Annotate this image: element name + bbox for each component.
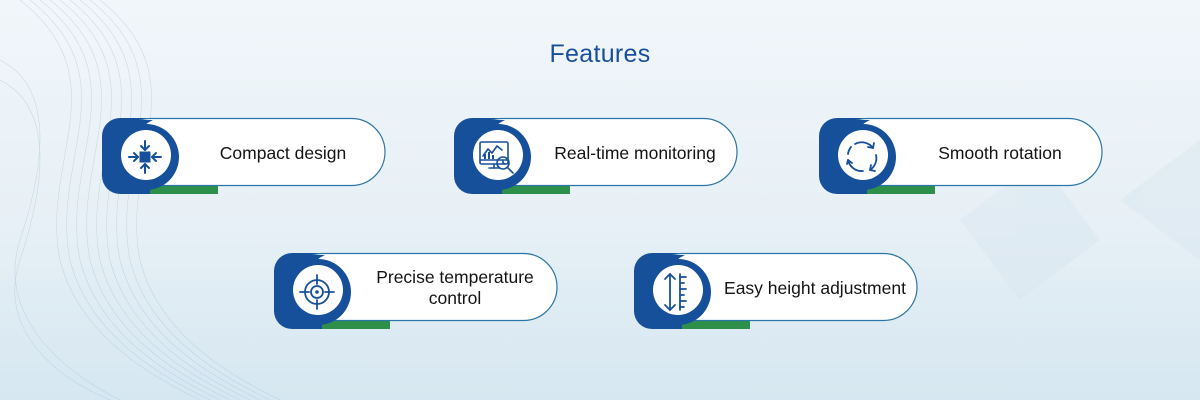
- page-title: Features: [549, 40, 651, 68]
- feature-card-smooth-rotation: Smooth rotation: [815, 117, 1105, 196]
- card-background: [454, 117, 738, 194]
- card-background: [634, 252, 918, 329]
- feature-card-real-time-monitoring: Real-time monitoring: [450, 117, 740, 196]
- feature-label: Real-time monitoring: [554, 142, 716, 163]
- feature-label: Smooth rotation: [938, 142, 1062, 163]
- compact-design-icon: [128, 140, 162, 174]
- monitoring-chart-icon: [479, 141, 514, 174]
- feature-label: Easy height adjustment: [724, 277, 906, 298]
- feature-card-easy-height-adjustment: Easy height adjustment: [630, 252, 920, 331]
- feature-label: Compact design: [219, 142, 347, 163]
- height-ruler-icon: [664, 273, 687, 311]
- rotation-icon: [846, 141, 878, 172]
- feature-card-precise-temperature-control: Precise temperature control: [270, 252, 560, 331]
- feature-label: Precise temperature control: [376, 267, 534, 308]
- target-crosshair-icon: [299, 274, 335, 310]
- card-background: [819, 117, 1103, 194]
- feature-card-compact-design: Compact design: [98, 117, 388, 196]
